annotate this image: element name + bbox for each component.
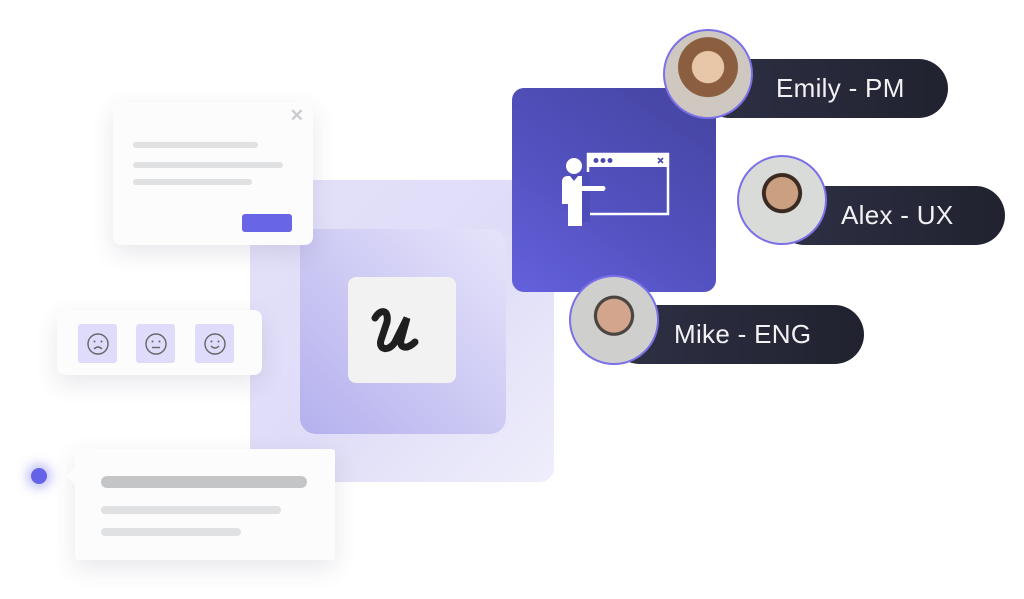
close-icon[interactable]: ✕ — [289, 106, 304, 125]
sad-face-icon — [86, 332, 109, 355]
modal-action-button[interactable] — [242, 214, 292, 232]
feedback-card — [57, 310, 262, 375]
title-placeholder — [101, 476, 307, 488]
avatar-mike — [569, 275, 659, 365]
tooltip-card — [66, 449, 335, 560]
team-member-label: Mike - ENG — [674, 319, 812, 349]
text-placeholder — [133, 179, 252, 185]
avatar-emily — [663, 29, 753, 119]
hotspot-beacon[interactable] — [31, 468, 47, 484]
text-placeholder — [101, 528, 241, 536]
presentation-card — [512, 88, 716, 292]
app-logo — [348, 277, 456, 383]
modal-card: ✕ — [113, 102, 313, 245]
logo-u-icon — [371, 308, 419, 352]
happy-face-button[interactable] — [195, 324, 234, 363]
text-placeholder — [133, 142, 258, 148]
team-member-pill[interactable]: Emily - PM — [700, 59, 948, 118]
sad-face-button[interactable] — [78, 324, 117, 363]
presenter-icon — [562, 152, 670, 226]
text-placeholder — [101, 506, 281, 514]
neutral-face-button[interactable] — [136, 324, 175, 363]
avatar-alex — [737, 155, 827, 245]
neutral-face-icon — [144, 332, 167, 355]
text-placeholder — [133, 162, 283, 168]
team-member-label: Alex - UX — [841, 200, 954, 230]
team-member-label: Emily - PM — [776, 73, 905, 103]
happy-face-icon — [203, 332, 226, 355]
